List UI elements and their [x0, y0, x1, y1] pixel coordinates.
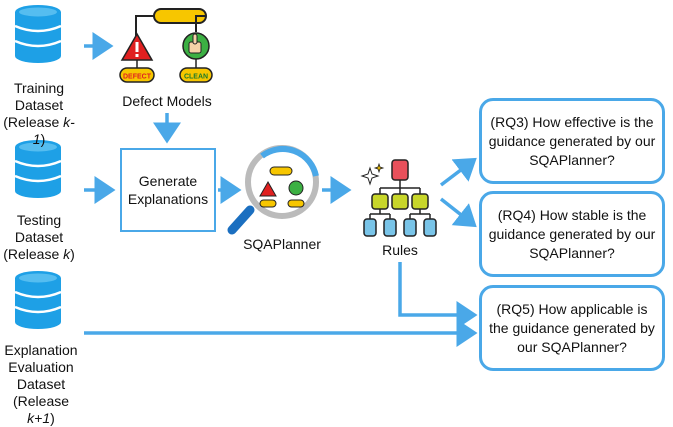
database-icon-training: [13, 3, 63, 65]
generate-explanations-box: Generate Explanations: [120, 148, 216, 232]
rq4-line3: SQAPlanner?: [529, 244, 615, 261]
evaluation-dataset-label: Explanation Evaluation Dataset (Release …: [0, 342, 82, 427]
rq3-line3: SQAPlanner?: [529, 151, 615, 168]
rq4-box: (RQ4) How stable is the guidance generat…: [479, 191, 665, 277]
evaluation-line2: Evaluation: [8, 359, 74, 375]
thumbs-up-icon: [182, 32, 210, 60]
rq5-box: (RQ5) How applicable is the guidance gen…: [479, 285, 665, 371]
sparkle-icon: [360, 162, 385, 186]
evaluation-line1: Explanation: [4, 342, 78, 358]
training-line3: (Release k-1): [3, 114, 75, 147]
testing-line1: Testing: [16, 212, 62, 228]
testing-line3: (Release k): [3, 246, 75, 262]
rq4-line1: (RQ4) How stable is the: [497, 206, 647, 223]
rq4-line2: guidance generated by our: [488, 225, 656, 242]
arrow-rules-to-rq3: [439, 157, 477, 187]
training-line2: Dataset: [14, 97, 64, 113]
rq5-line2: the guidance generated by: [489, 319, 655, 336]
rq3-line1: (RQ3) How effective is the: [490, 113, 654, 130]
database-icon-evaluation: [13, 269, 63, 331]
training-line1: Training: [13, 80, 65, 96]
testing-line2: Dataset: [14, 229, 64, 245]
diagram-canvas: DEFECT CLEAN: [13, 3, 478, 347]
arrows: [84, 32, 478, 347]
rq5-line1: (RQ5) How applicable is: [496, 300, 648, 317]
magnifier-icon: [227, 145, 319, 235]
sqaplanner-label: SQAPlanner: [243, 236, 321, 252]
decision-tree-icon: [360, 159, 437, 237]
rules-label: Rules: [382, 242, 418, 258]
database-icon-testing: [13, 138, 63, 200]
warning-icon: [120, 32, 154, 61]
rq5-line3: our SQAPlanner?: [517, 338, 627, 355]
clean-tag: CLEAN: [184, 74, 208, 81]
arrow-rules-to-rq4: [439, 197, 477, 228]
arrow-rules-to-rq5: [398, 262, 478, 329]
training-dataset-label: Training Dataset (Release k-1): [0, 80, 78, 148]
testing-dataset-label: Testing Dataset (Release k): [0, 212, 78, 263]
rq3-line2: guidance generated by our: [488, 132, 656, 149]
rq3-box: (RQ3) How effective is the guidance gene…: [479, 98, 665, 184]
evaluation-line4: (Release k+1): [12, 393, 70, 426]
generate-line2: Explanations: [127, 191, 209, 207]
defect-models-icon: DEFECT CLEAN: [119, 8, 213, 83]
evaluation-line3: Dataset: [16, 376, 66, 392]
defect-tag: DEFECT: [123, 74, 152, 81]
defect-models-label: Defect Models: [122, 93, 212, 109]
generate-line1: Generate: [138, 173, 198, 189]
